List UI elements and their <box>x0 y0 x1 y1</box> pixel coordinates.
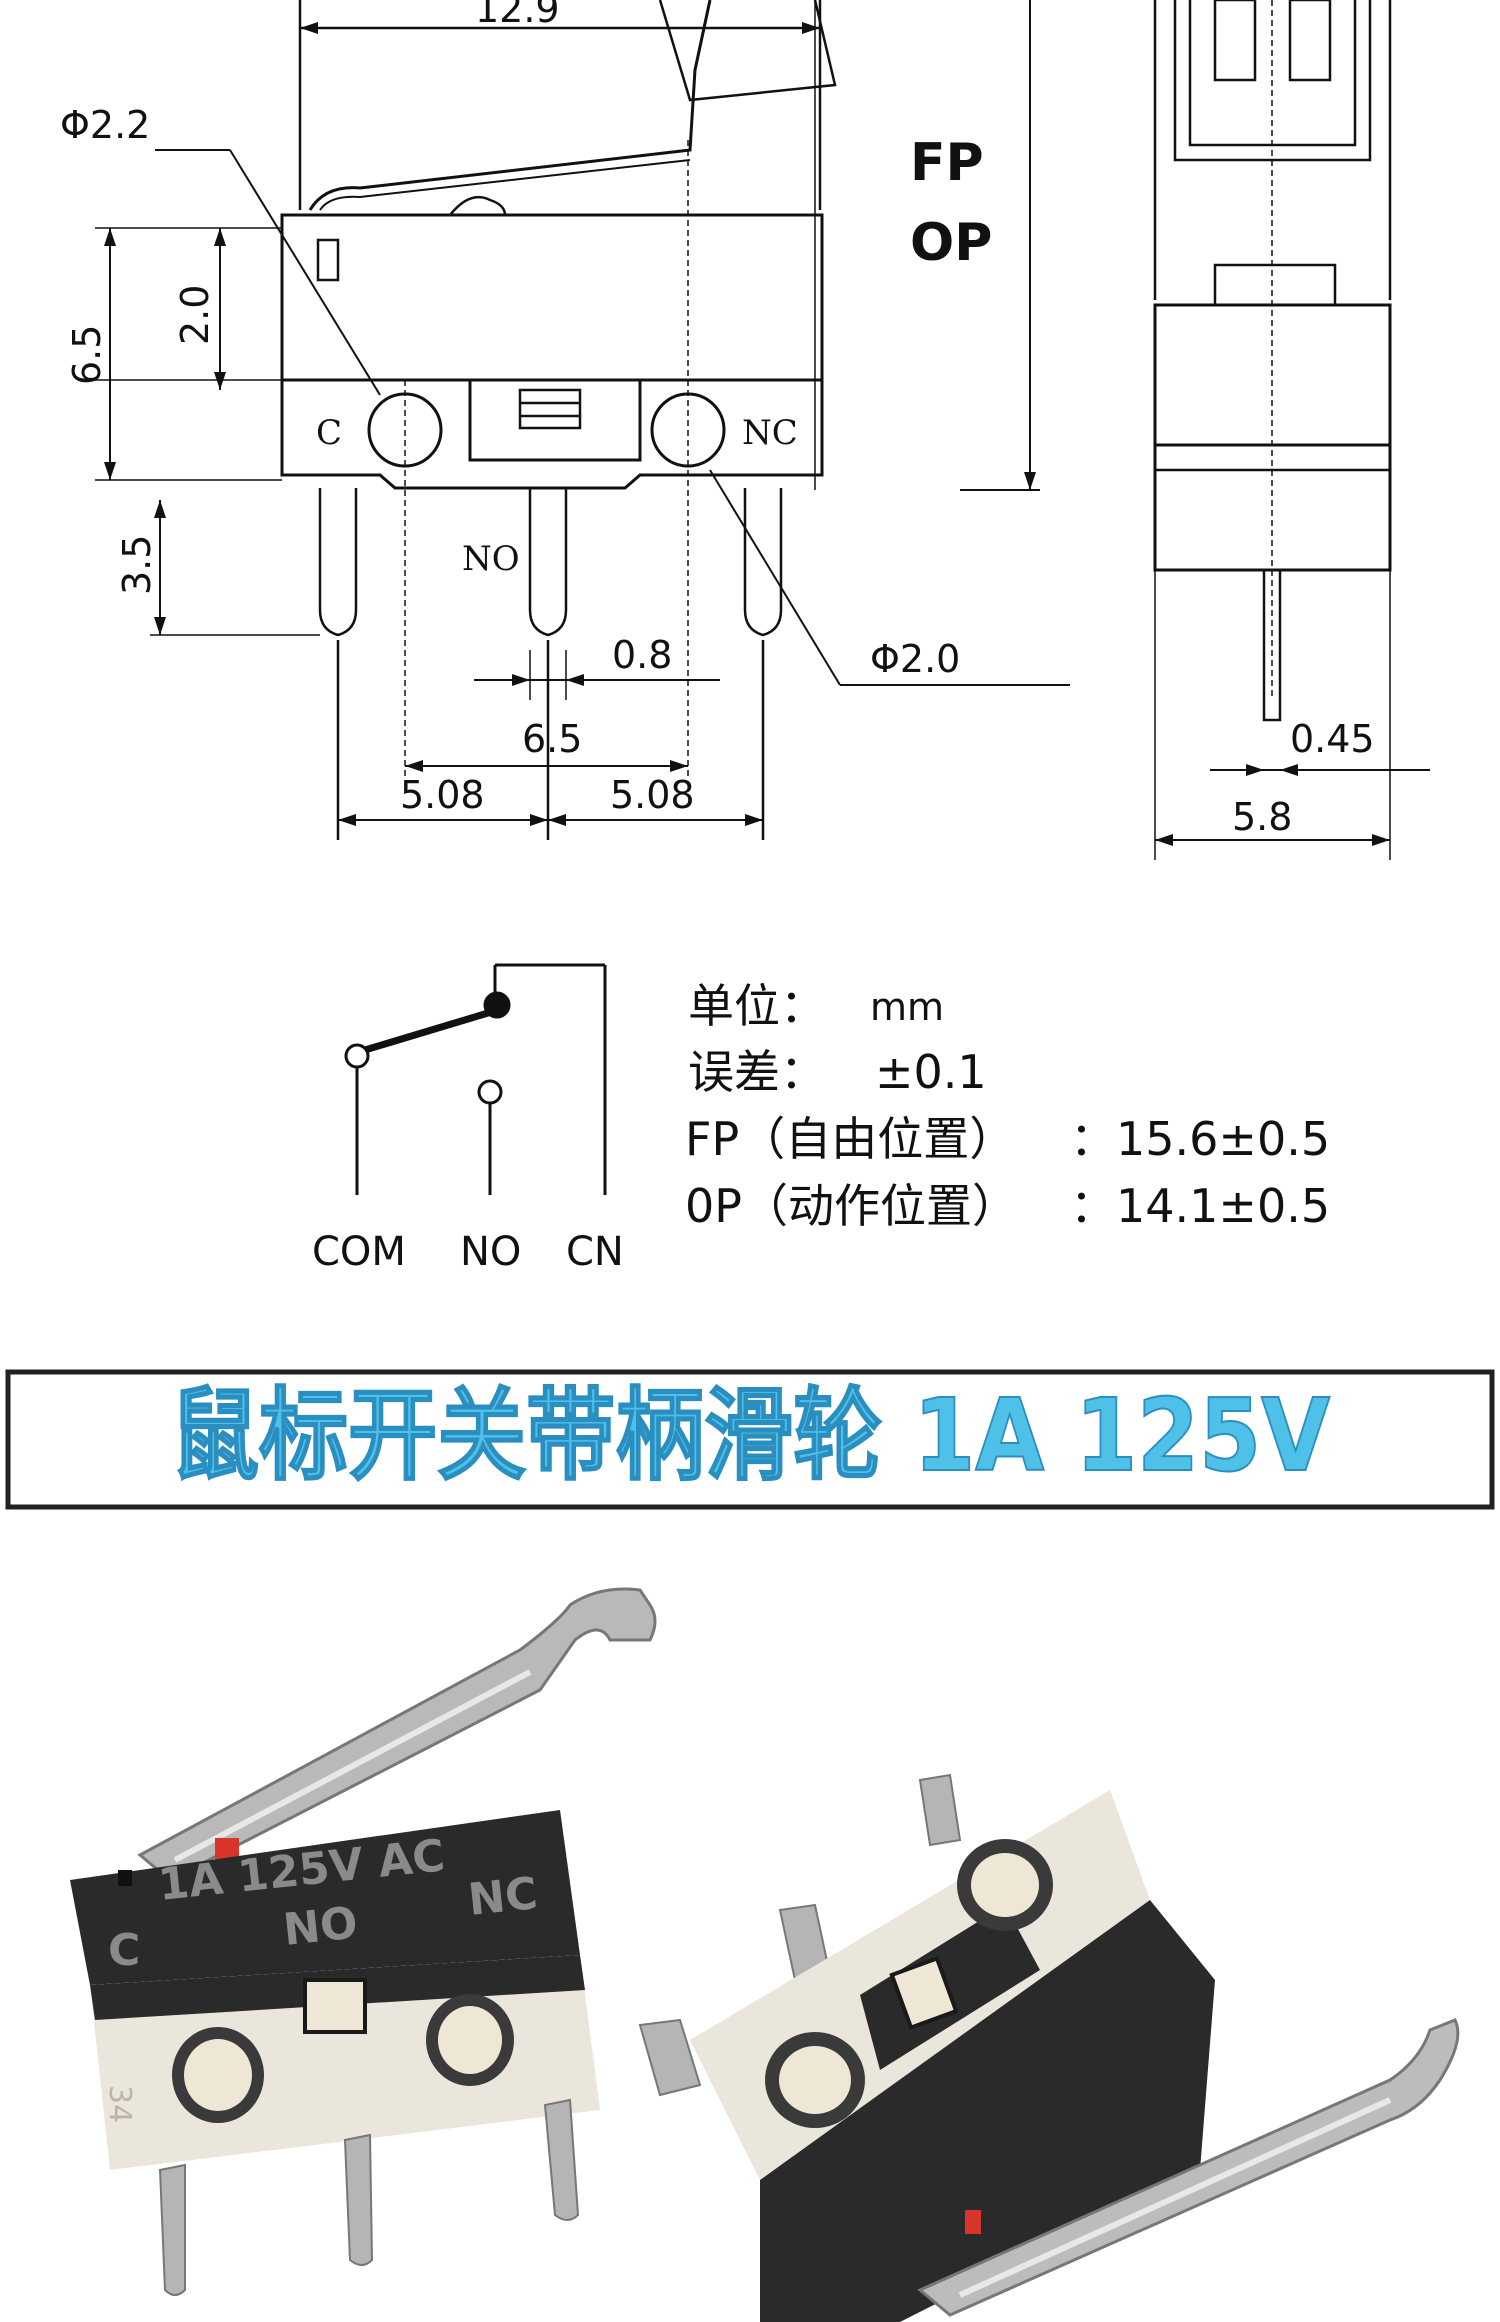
side-view-drawing <box>1153 0 1430 860</box>
dim-lever-hole: Φ2.2 <box>60 103 150 147</box>
terminal-label-com: COM <box>312 1229 406 1275</box>
spec-unit-value: mm <box>870 985 944 1029</box>
spec-list: 单位： mm 误差： ±0.1 FP（自由位置） ：15.6±0.5 0P（动作… <box>685 979 1330 1233</box>
dim-upper-height: 2.0 <box>173 285 217 345</box>
dim-pin-length: 3.5 <box>115 535 159 595</box>
dim-pin-width: 0.8 <box>612 633 672 677</box>
spec-op-value: ：14.1±0.5 <box>1070 1179 1330 1233</box>
dim-side-width: 5.8 <box>1232 795 1292 839</box>
body-label-c: C <box>316 413 342 453</box>
dim-side-pin: 0.45 <box>1290 717 1375 761</box>
product-photo: 1A 125V AC NO NC C 34 <box>70 1587 1460 2322</box>
left-switch-no: NO <box>281 1897 360 1955</box>
front-view-drawing <box>95 0 1070 840</box>
dim-pitch-right: 5.08 <box>610 773 695 817</box>
spec-unit-label: 单位： <box>688 979 826 1033</box>
spec-op-label: 0P（动作位置） <box>685 1179 1018 1233</box>
left-switch-code: 34 <box>102 2085 137 2123</box>
banner-title: 鼠标开关带柄滑轮 1A 125V <box>170 1377 1330 1494</box>
fp-label: FP <box>910 133 984 193</box>
spec-tolerance-label: 误差： <box>688 1045 826 1099</box>
op-label: OP <box>910 213 992 273</box>
dim-pin-hole: Φ2.0 <box>870 637 960 681</box>
title-banner <box>5 1369 1495 1510</box>
spec-fp-value: ：15.6±0.5 <box>1070 1112 1330 1166</box>
dimension-arrows <box>104 22 1036 826</box>
dim-body-height: 6.5 <box>65 325 109 385</box>
terminal-label-cn: CN <box>566 1229 624 1275</box>
dim-top-width: 12.9 <box>475 0 560 31</box>
left-switch: 1A 125V AC NO NC C 34 <box>70 1587 657 2296</box>
body-label-nc: NC <box>742 413 798 453</box>
terminal-label-no: NO <box>460 1229 521 1275</box>
spec-fp-label: FP（自由位置） <box>685 1112 1015 1166</box>
switch-schematic <box>344 963 607 1195</box>
left-switch-c: C <box>108 1925 140 1976</box>
spec-tolerance-value: ±0.1 <box>875 1045 987 1099</box>
side-view-arrows <box>1155 764 1390 846</box>
dim-hole-spacing: 6.5 <box>522 717 582 761</box>
dim-pitch-left: 5.08 <box>400 773 485 817</box>
body-label-no: NO <box>462 539 520 579</box>
right-switch <box>638 1773 1460 2322</box>
left-switch-nc: NC <box>466 1868 540 1926</box>
